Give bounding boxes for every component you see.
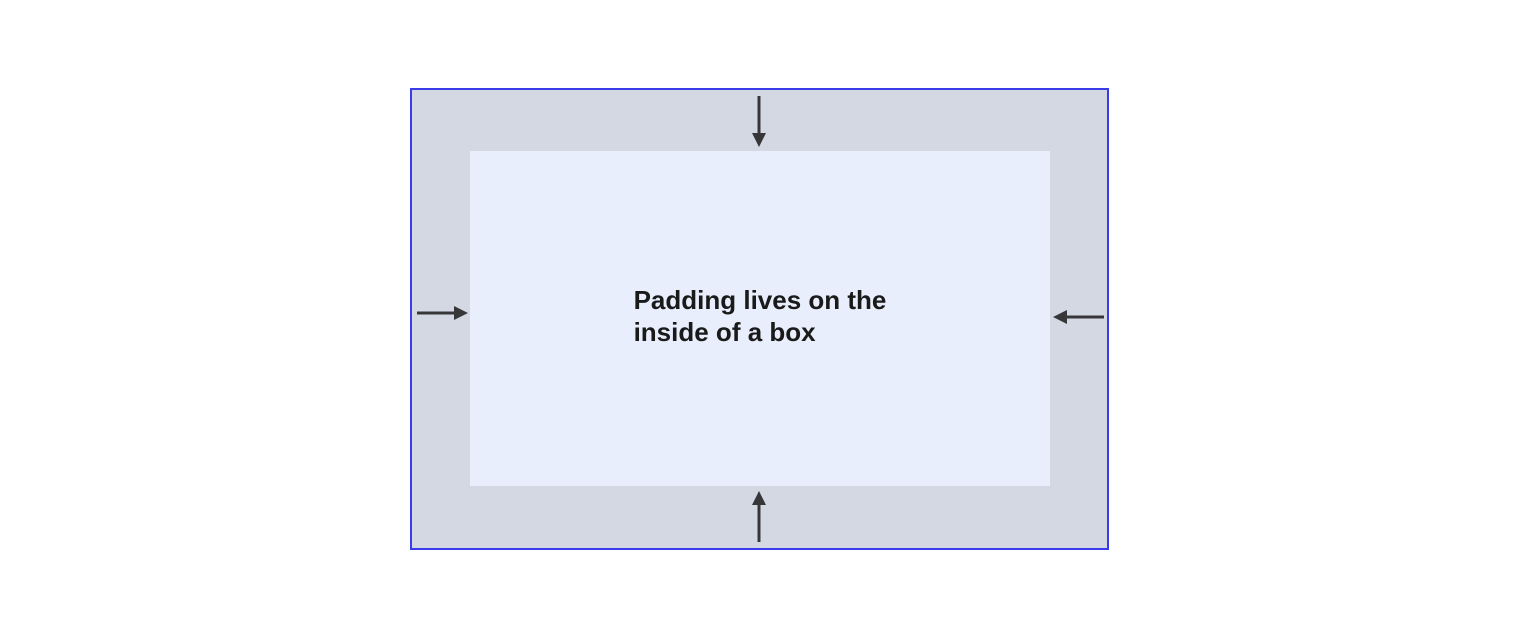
arrow-left-icon [1053, 310, 1104, 324]
content-box: Padding lives on the inside of a box [470, 151, 1050, 486]
arrow-down-icon [752, 96, 766, 147]
content-label-line-1: Padding lives on the [633, 284, 887, 315]
padding-area-box: Padding lives on the inside of a box [410, 88, 1109, 550]
content-label-line-2: inside of a box [633, 316, 816, 347]
arrow-right-icon [417, 306, 468, 320]
content-label: Padding lives on the inside of a box [634, 284, 887, 348]
arrow-up-icon [752, 491, 766, 542]
